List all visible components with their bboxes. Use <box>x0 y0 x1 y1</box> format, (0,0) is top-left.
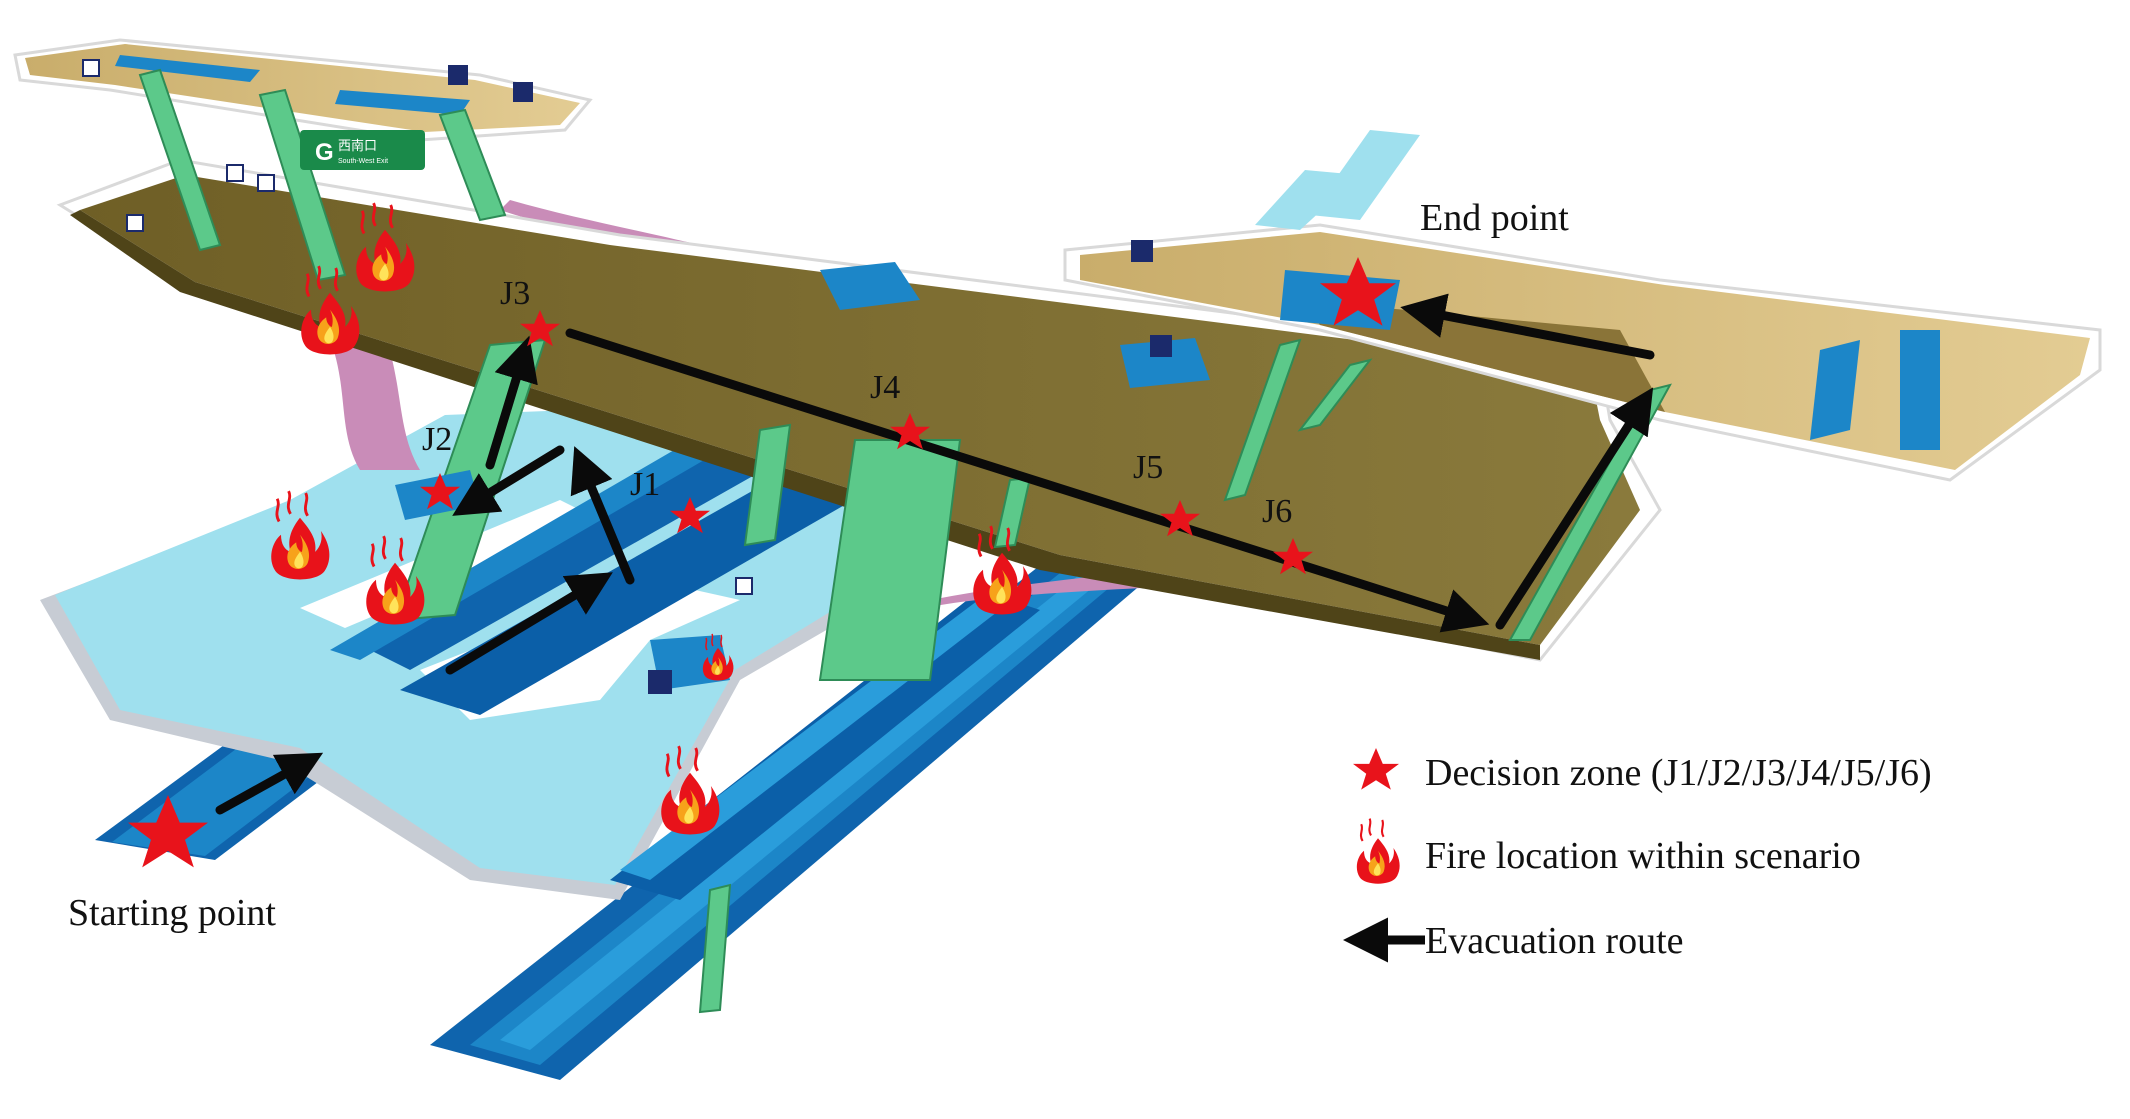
legend-star-icon <box>1353 748 1399 790</box>
label-j4: J4 <box>870 369 900 406</box>
route-segment-concourse <box>565 328 1490 633</box>
route-segment-end <box>1400 293 1655 360</box>
label-j6: J6 <box>1262 493 1292 530</box>
start-label: Starting point <box>68 892 276 934</box>
concourse-level <box>56 158 1662 662</box>
star-icon-j5 <box>1160 500 1200 537</box>
star-icon-j1 <box>670 497 710 534</box>
exit-sign-sub: South-West Exit <box>338 158 388 165</box>
upper-left-floor <box>13 38 593 142</box>
route-segment-start <box>215 752 324 815</box>
route-segment-to-j1-stair <box>570 446 635 585</box>
star-icon-j2 <box>420 473 460 510</box>
evacuation-route <box>215 293 1655 815</box>
star-icon-j4 <box>890 413 930 450</box>
legend-fire: Fire location within scenario <box>1425 835 1861 877</box>
exit-sign-name: 西南口 <box>338 138 377 154</box>
star-icon-j6 <box>1273 538 1313 575</box>
label-j1: J1 <box>630 466 660 503</box>
route-segment-up-to-end <box>1495 387 1654 630</box>
end-label: End point <box>1420 197 1569 239</box>
star-icon-end <box>1320 257 1396 326</box>
decision-zone-labels: J3 J2 J1 J4 J5 J6 <box>422 275 1292 530</box>
lower-track-right <box>430 530 1170 1080</box>
route-segment-to-j2 <box>452 445 565 516</box>
legend: Decision zone (J1/J2/J3/J4/J5/J6) Fire l… <box>1343 748 1932 963</box>
route-segment-platform <box>445 572 613 675</box>
legend-route: Evacuation route <box>1425 920 1684 962</box>
label-j3: J3 <box>500 275 530 312</box>
info-signs <box>82 59 1172 694</box>
route-segment-j2-to-j3 <box>485 335 538 470</box>
stairs-escalators <box>138 68 1672 1014</box>
exit-sign-letter: G <box>315 139 334 166</box>
label-j5: J5 <box>1133 449 1163 486</box>
star-icon-start <box>128 795 208 868</box>
star-icon-j3 <box>520 310 560 347</box>
exit-sign: G 西南口 South-West Exit <box>300 130 425 170</box>
label-j2: J2 <box>422 421 452 458</box>
legend-decision-zone: Decision zone (J1/J2/J3/J4/J5/J6) <box>1425 752 1932 794</box>
decision-zone-markers <box>128 257 1396 868</box>
legend-fire-icon <box>1355 817 1401 885</box>
